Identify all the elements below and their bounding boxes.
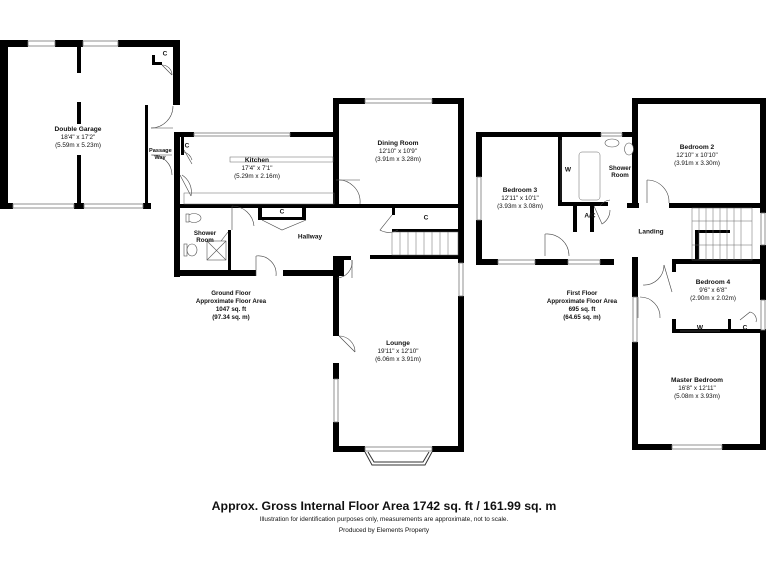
room-imperial: 12'10" x 10'9" bbox=[378, 148, 418, 155]
bedroom-4-cupboard-label: C bbox=[742, 324, 748, 332]
area-title: Ground Floor bbox=[211, 290, 251, 297]
area-sqm: (64.65 sq. m) bbox=[563, 314, 601, 321]
room-dining-room: Dining Room 12'10" x 10'9" (3.91m x 3.28… bbox=[375, 140, 421, 164]
first-shower-room-label: Shower Room bbox=[608, 165, 632, 179]
room-metric: (5.29m x 2.16m) bbox=[234, 173, 280, 180]
garage-cupboard-label: C bbox=[162, 50, 168, 58]
area-sqft: 1047 sq. ft bbox=[215, 306, 247, 313]
room-metric: (3.91m x 3.30m) bbox=[674, 160, 720, 167]
room-imperial: 16'8" x 12'11" bbox=[678, 385, 716, 392]
landing-label: Landing bbox=[638, 228, 664, 236]
room-metric: (2.90m x 2.02m) bbox=[690, 295, 736, 302]
hallway-label: Hallway bbox=[297, 233, 323, 241]
first-floor-area: First Floor Approximate Floor Area 695 s… bbox=[547, 290, 617, 322]
ground-floor-area: Ground Floor Approximate Floor Area 1047… bbox=[196, 290, 266, 322]
room-master-bedroom: Master Bedroom 16'8" x 12'11" (5.08m x 3… bbox=[671, 377, 723, 401]
room-bedroom-3: Bedroom 3 12'11" x 10'1" (3.93m x 3.08m) bbox=[497, 187, 543, 211]
room-name: Lounge bbox=[386, 340, 410, 347]
bedroom-3-wardrobe-label: W bbox=[564, 166, 572, 174]
room-metric: (3.93m x 3.08m) bbox=[497, 203, 543, 210]
room-metric: (5.08m x 3.93m) bbox=[674, 393, 720, 400]
room-name: Bedroom 3 bbox=[502, 187, 538, 194]
airing-cupboard-label: A/C bbox=[584, 212, 596, 220]
area-title: First Floor bbox=[566, 290, 598, 297]
room-imperial: 19'11" x 12'10" bbox=[377, 348, 419, 355]
room-kitchen: Kitchen 17'4" x 7'1" (5.29m x 2.16m) bbox=[234, 157, 280, 181]
area-subtitle: Approximate Floor Area bbox=[546, 298, 618, 305]
passage-way-label: Passage Way bbox=[149, 148, 172, 161]
room-metric: (6.06m x 3.91m) bbox=[375, 356, 421, 363]
room-name: Kitchen bbox=[244, 157, 270, 164]
room-name: Double Garage bbox=[54, 126, 102, 133]
room-imperial: 12'10" x 10'10" bbox=[676, 152, 718, 159]
room-bedroom-4: Bedroom 4 9'6" x 6'8" (2.90m x 2.02m) bbox=[690, 279, 736, 303]
credit: Produced by Elements Property bbox=[338, 527, 430, 534]
room-name: Bedroom 4 bbox=[695, 279, 731, 286]
area-subtitle: Approximate Floor Area bbox=[195, 298, 267, 305]
ground-shower-room-label: Shower Room bbox=[193, 230, 217, 244]
room-lounge: Lounge 19'11" x 12'10" (6.06m x 3.91m) bbox=[375, 340, 421, 364]
understairs-cupboard-label: C bbox=[423, 214, 429, 222]
room-imperial: 17'4" x 7'1" bbox=[241, 165, 273, 172]
room-name: Bedroom 2 bbox=[679, 144, 715, 151]
room-imperial: 9'6" x 6'8" bbox=[699, 287, 727, 294]
room-imperial: 18'4" x 17'2" bbox=[60, 134, 96, 141]
room-bedroom-2: Bedroom 2 12'10" x 10'10" (3.91m x 3.30m… bbox=[674, 144, 720, 168]
room-name: Master Bedroom bbox=[670, 377, 724, 384]
room-metric: (5.59m x 5.23m) bbox=[55, 142, 101, 149]
room-metric: (3.91m x 3.28m) bbox=[375, 156, 421, 163]
room-name: Dining Room bbox=[377, 140, 419, 147]
bedroom-4-wardrobe-label: W bbox=[696, 324, 704, 332]
area-sqft: 695 sq. ft bbox=[568, 306, 596, 313]
total-floor-area: Approx. Gross Internal Floor Area 1742 s… bbox=[211, 499, 557, 513]
hallway-cupboard-label: C bbox=[279, 208, 285, 216]
room-double-garage: Double Garage 18'4" x 17'2" (5.59m x 5.2… bbox=[55, 126, 102, 150]
disclaimer: Illustration for identification purposes… bbox=[259, 516, 509, 523]
kitchen-cupboard-label: C bbox=[184, 142, 190, 150]
area-sqm: (97.34 sq. m) bbox=[212, 314, 250, 321]
room-imperial: 12'11" x 10'1" bbox=[501, 195, 539, 202]
